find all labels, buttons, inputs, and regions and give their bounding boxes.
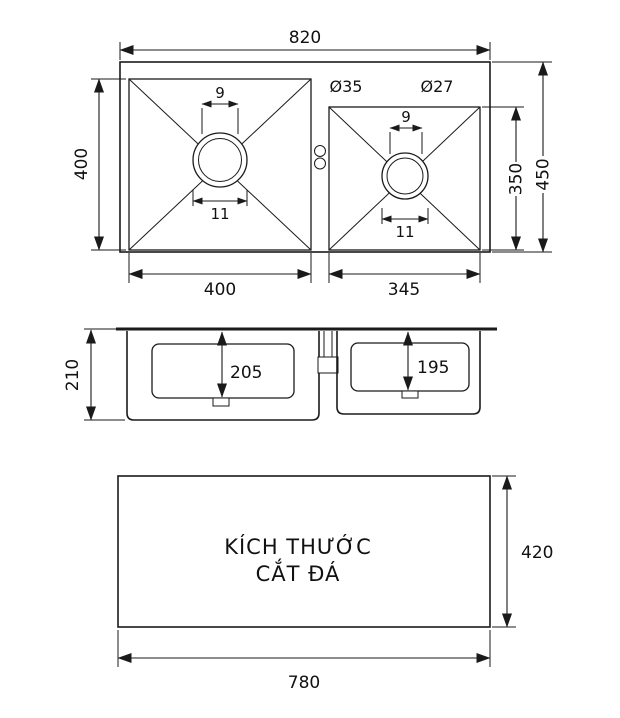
dim-cutout-height: 420: [492, 475, 553, 628]
left-bowl-section-outline: [126, 331, 320, 421]
dim-right-drain-bottom-label: 11: [395, 223, 414, 241]
dim-left-bowl-width: 400: [128, 253, 312, 300]
bowl-divider-section: [317, 331, 339, 374]
right-bowl-inner-rect: [350, 342, 470, 392]
dim-overall-width: 820: [119, 28, 491, 60]
dim-right-bowl-width-label: 345: [388, 280, 420, 300]
left-drain-section: [212, 397, 230, 407]
top-view: Ø35 Ø27 820 400 350: [72, 28, 554, 300]
dim-overall-height: 450: [492, 61, 554, 253]
left-drain-diameter-label: Ø35: [330, 77, 363, 96]
dim-left-bowl-width-label: 400: [204, 280, 236, 300]
dim-right-bowl-height-label: 350: [507, 163, 527, 195]
dim-left-bowl-height: 400: [72, 78, 126, 251]
dim-left-drain-top-label: 9: [215, 84, 225, 102]
dim-right-drain-top-label: 9: [401, 108, 411, 126]
faucet-hole-2-icon: [314, 157, 326, 170]
dim-overall-height-label: 450: [534, 158, 554, 190]
dim-right-bowl-height: 350: [482, 106, 527, 251]
dim-right-bowl-width: 345: [328, 253, 481, 300]
cutout-view: KÍCH THƯỚC CẮT ĐÁ 420 780: [117, 475, 553, 693]
dim-left-drain-bottom-label: 11: [210, 205, 229, 223]
right-bowl-rect: [328, 106, 481, 251]
dim-overall-depth: 210: [63, 328, 125, 421]
cutout-caption-line1: KÍCH THƯỚC: [224, 534, 372, 559]
left-bowl-inner-rect: [151, 343, 295, 399]
dim-cutout-width-label: 780: [288, 673, 320, 693]
divider-box: [317, 356, 339, 374]
left-drain-inner-circle: [198, 138, 242, 182]
right-bowl-top: [328, 106, 481, 251]
faucet-holes-icon: [314, 145, 326, 170]
dim-right-drain-bottom: 11: [381, 208, 429, 241]
dim-left-drain-bottom: 11: [192, 190, 248, 223]
right-drain-section: [401, 390, 419, 399]
dim-left-drain-top: 9: [201, 84, 239, 134]
cutout-rect: [117, 475, 491, 628]
section-view: 205 195 210: [63, 327, 497, 421]
right-drain-inner-circle: [386, 157, 424, 195]
sink-top-outline: [119, 61, 491, 253]
dim-right-bowl-depth-label: 195: [417, 358, 449, 378]
left-bowl-top: [128, 78, 312, 251]
dim-right-drain-top: 9: [389, 108, 423, 154]
right-bowl-section: 195: [336, 331, 481, 415]
dim-overall-depth-label: 210: [63, 359, 83, 391]
faucet-hole-1-icon: [314, 145, 326, 157]
dim-cutout-width: 780: [117, 630, 491, 693]
left-bowl-rect: [128, 78, 312, 251]
right-bowl-section-outline: [336, 331, 481, 415]
cutout-caption-line2: CẮT ĐÁ: [256, 558, 341, 586]
dim-cutout-height-label: 420: [521, 543, 553, 563]
dim-left-bowl-height-label: 400: [72, 148, 92, 180]
dim-overall-width-label: 820: [289, 28, 321, 48]
left-bowl-section: 205: [126, 331, 320, 421]
right-drain-diameter-label: Ø27: [421, 77, 454, 96]
dim-left-bowl-depth-label: 205: [230, 363, 262, 383]
